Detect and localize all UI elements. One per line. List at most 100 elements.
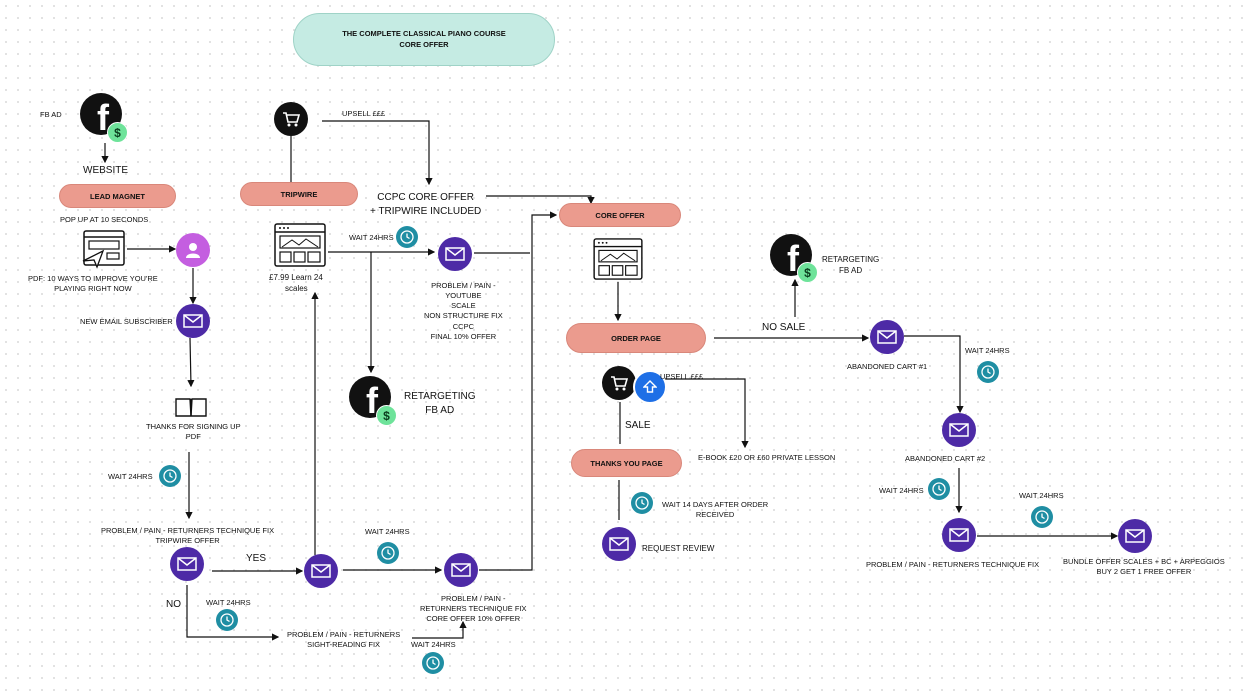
email-icon <box>602 527 636 561</box>
ccpc-line-1: CCPC CORE OFFER <box>377 192 474 203</box>
no-sale-label: NO SALE <box>762 322 806 333</box>
request-review-label: REQUEST REVIEW <box>642 544 715 553</box>
wait-label-2: WAIT 24HRS <box>206 598 251 607</box>
core-fix-line-2: RETURNERS TECHNIQUE FIX <box>420 604 527 614</box>
website-label: WEBSITE <box>83 165 129 176</box>
retarget-label-right: RETARGETING FB AD <box>822 255 879 277</box>
wait-14-label: WAIT 14 DAYS AFTER ORDER RECEIVED <box>662 500 768 520</box>
email-icon <box>942 518 976 552</box>
returners-line-2: TRIPWIRE OFFER <box>155 536 220 546</box>
bundle-line-2: BUY 2 GET 1 FREE OFFER <box>1096 567 1192 577</box>
email-icon <box>942 413 976 447</box>
pdf-label: PDF: 10 WAYS TO IMPROVE YOU'RE PLAYING R… <box>28 274 158 294</box>
ebook-label: E-BOOK £20 OR £60 PRIVATE LESSON <box>698 453 836 462</box>
lead-magnet-pill: LEAD MAGNET <box>59 184 176 208</box>
clock-icon <box>422 652 444 674</box>
new-subscriber-label: NEW EMAIL SUBSCRIBER <box>80 317 173 326</box>
wait-14-line-1: WAIT 14 DAYS AFTER ORDER <box>662 500 769 509</box>
sight-line-2: SIGHT-READING FIX <box>307 640 381 650</box>
webpage-icon <box>274 223 326 267</box>
fb-ad-label: FB AD <box>40 110 62 119</box>
email-text-middle: PROBLEM / PAIN - YOUTUBE SCALE NON STRUC… <box>424 281 503 342</box>
thanks-line-2: PDF <box>185 432 201 442</box>
yes-label: YES <box>246 553 267 564</box>
email-line-6: FINAL 10% OFFER <box>430 331 497 341</box>
wait-label-4: WAIT 24HRS <box>411 640 456 649</box>
email-icon <box>444 553 478 587</box>
core-fix-line-3: CORE OFFER 10% OFFER <box>426 614 521 624</box>
price-line-2: scales <box>285 283 308 293</box>
core-fix-line-1: PROBLEM / PAIN - <box>441 594 506 603</box>
retarget-right-line-1: RETARGETING <box>822 255 880 264</box>
book-icon <box>175 398 207 417</box>
thanks-page-pill: THANKS YOU PAGE <box>571 449 682 477</box>
bundle-line-1: BUNDLE OFFER SCALES + BC + ARPEGGIOS <box>1063 557 1225 566</box>
returners-right-label: PROBLEM / PAIN - RETURNERS TECHNIQUE FIX <box>866 560 1040 569</box>
abandoned-1-label: ABANDONED CART #1 <box>847 362 928 371</box>
email-icon <box>870 320 904 354</box>
email-line-1: PROBLEM / PAIN - <box>431 281 496 290</box>
price-label: £7.99 Learn 24 scales <box>269 273 323 295</box>
email-line-4: NON STRUCTURE FIX <box>424 311 503 321</box>
pdf-line-1: PDF: 10 WAYS TO IMPROVE YOU'RE <box>28 274 158 283</box>
popup-label: POP UP AT 10 SECONDS <box>60 215 149 224</box>
wait-right-1: WAIT 24HRS <box>965 346 1010 355</box>
no-label: NO <box>166 599 181 610</box>
dollar-icon: $ <box>376 405 397 426</box>
bundle-label: BUNDLE OFFER SCALES + BC + ARPEGGIOS BUY… <box>1063 557 1225 577</box>
popup-webpage-icon <box>82 230 125 269</box>
retarget-right-line-2: FB AD <box>839 265 863 275</box>
email-icon <box>1118 519 1152 553</box>
page-title-card: THE COMPLETE CLASSICAL PIANO COURSE CORE… <box>293 13 555 66</box>
facebook-icon: f <box>349 376 391 419</box>
clock-icon <box>977 361 999 383</box>
retarget-line-1: RETARGETING <box>404 391 476 402</box>
clock-icon <box>631 492 653 514</box>
sight-reading-label: PROBLEM / PAIN - RETURNERS SIGHT-READING… <box>287 630 400 650</box>
pdf-line-2: PLAYING RIGHT NOW <box>54 284 132 294</box>
email-icon <box>304 554 338 588</box>
thanks-signing-label: THANKS FOR SIGNING UP PDF <box>146 422 241 442</box>
thanks-line-1: THANKS FOR SIGNING UP <box>146 422 241 431</box>
core-fix-label: PROBLEM / PAIN - RETURNERS TECHNIQUE FIX… <box>420 594 527 624</box>
upsell-arrow-icon <box>633 370 667 404</box>
wait-14-line-2: RECEIVED <box>695 510 735 520</box>
clock-icon <box>396 226 418 248</box>
email-icon <box>170 547 204 581</box>
price-line-1: £7.99 Learn 24 <box>269 273 323 282</box>
title-line-1: THE COMPLETE CLASSICAL PIANO COURSE <box>342 28 506 38</box>
core-upsell-label: UPSELL £££ <box>660 372 704 381</box>
clock-icon <box>216 609 238 631</box>
wait-right-3: WAIT 24HRS <box>1019 491 1064 500</box>
wait-label-1: WAIT 24HRS <box>108 472 153 481</box>
wait-label-middle: WAIT 24HRS <box>349 233 394 242</box>
email-line-2: YOUTUBE <box>445 291 482 301</box>
email-icon <box>438 237 472 271</box>
wait-right-2: WAIT 24HRS <box>879 486 924 495</box>
dollar-icon: $ <box>107 122 128 143</box>
clock-icon <box>928 478 950 500</box>
abandoned-2-label: ABANDONED CART #2 <box>905 454 986 463</box>
retarget-line-2: FB AD <box>425 404 455 416</box>
clock-icon <box>1031 506 1053 528</box>
sale-label: SALE <box>625 420 651 431</box>
email-line-3: SCALE <box>451 301 476 311</box>
returners-line-1: PROBLEM / PAIN - RETURNERS TECHNIQUE FIX <box>101 526 275 535</box>
wait-label-3: WAIT 24HRS <box>365 527 410 536</box>
cart-icon <box>602 366 636 400</box>
ccpc-label: CCPC CORE OFFER + TRIPWIRE INCLUDED <box>370 191 481 218</box>
email-line-5: CCPC <box>452 321 474 331</box>
dollar-icon: $ <box>797 262 818 283</box>
tripwire-pill: TRIPWIRE <box>240 182 358 206</box>
user-icon <box>176 233 210 267</box>
ccpc-line-2: + TRIPWIRE INCLUDED <box>370 205 482 217</box>
core-offer-pill: CORE OFFER <box>559 203 681 227</box>
upsell-label: UPSELL £££ <box>342 109 386 118</box>
email-icon <box>176 304 210 338</box>
title-line-2: CORE OFFER <box>399 39 449 49</box>
clock-icon <box>377 542 399 564</box>
cart-icon <box>274 102 308 136</box>
sight-line-1: PROBLEM / PAIN - RETURNERS <box>287 630 401 639</box>
order-page-pill: ORDER PAGE <box>566 323 706 353</box>
